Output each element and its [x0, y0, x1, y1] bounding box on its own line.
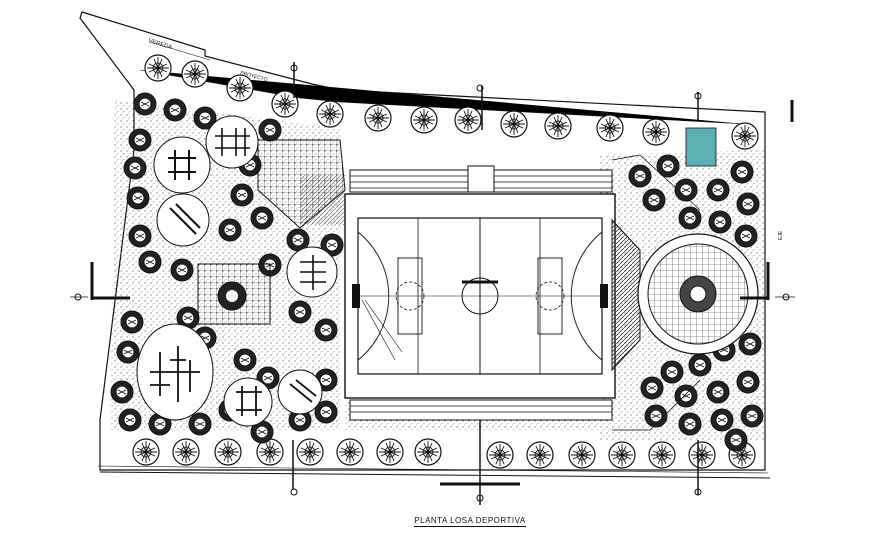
highlight-box	[685, 127, 717, 167]
site-boundary	[79, 11, 771, 479]
hatched-plaza-top	[257, 139, 346, 229]
drawing-title: PLANTA LOSA DEPORTIVA	[360, 516, 580, 527]
paved-plaza-left	[197, 263, 271, 325]
label-axis-right: EJE	[778, 230, 784, 240]
playground-left	[136, 115, 338, 427]
bleachers	[349, 165, 613, 421]
drawing-title-text: PLANTA LOSA DEPORTIVA	[414, 516, 526, 527]
rotunda-plaza	[611, 154, 759, 431]
axis-markers	[70, 62, 795, 505]
label-vereda: VEREDA	[147, 38, 172, 51]
tree-row-bottom	[132, 438, 756, 469]
sports-court	[344, 193, 616, 399]
